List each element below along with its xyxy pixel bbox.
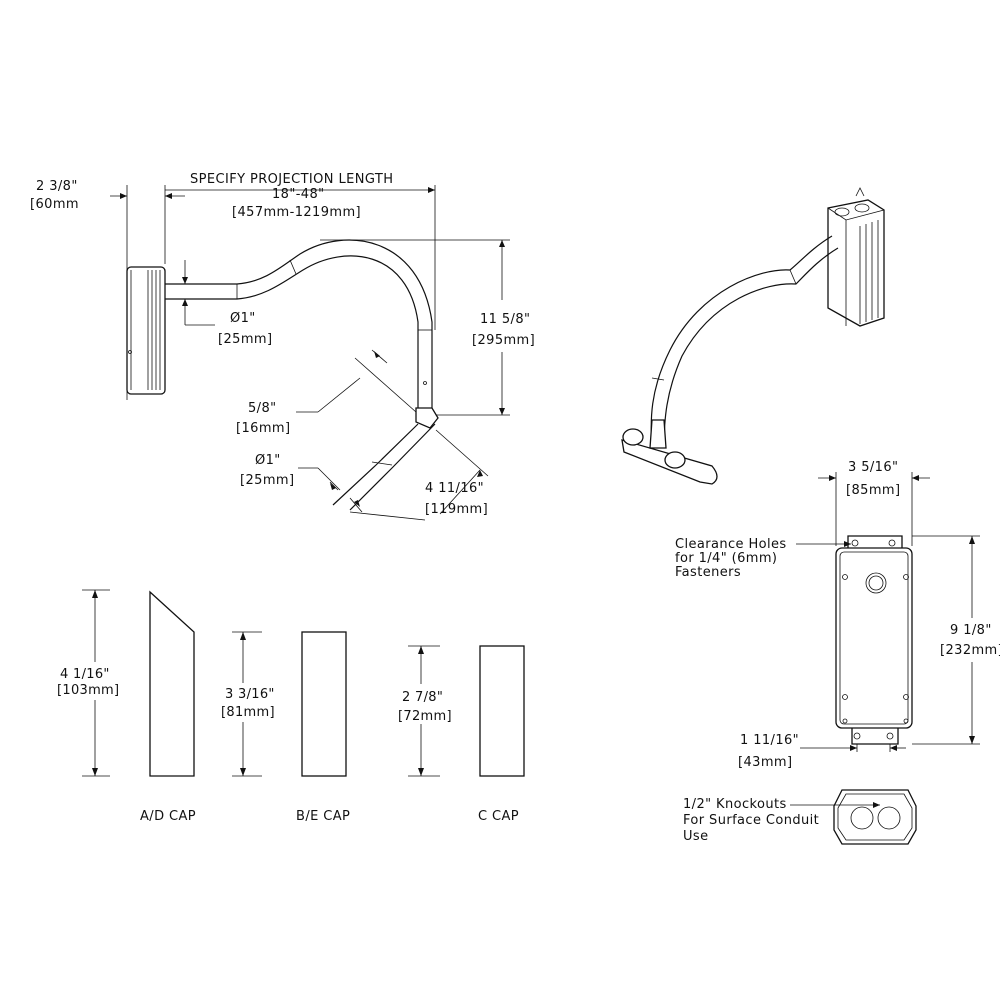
- side-elevation: 2 3/8" [60mm SPECIFY PROJECTION LENGTH 1…: [30, 172, 535, 521]
- angled-shade-tube: [332, 423, 436, 511]
- hole-spacing-label: 1 11/16": [740, 733, 799, 748]
- cap-b-e: 3 3/16" [81mm] C CAP B/E CAP: [221, 631, 350, 824]
- knockout-bottom-view: 1/2" Knockouts For Surface Conduit Use: [683, 789, 917, 845]
- backplate-width-label: 3 5/16": [848, 460, 898, 475]
- knuckle-label: 5/8": [248, 401, 277, 416]
- projection-range: 18"-48": [272, 187, 325, 202]
- cap-b-e-dimension-metric: [81mm]: [221, 705, 275, 720]
- caps-section: 4 1/16" [103mm] A/D CAP 3 3/16" [81mm] C…: [57, 589, 525, 824]
- drop-height-label: 11 5/8": [480, 312, 530, 327]
- cap-a-d-label: A/D CAP: [140, 809, 196, 824]
- knockout-note-line-2: For Surface Conduit: [683, 813, 819, 828]
- hole-spacing-metric-label: [43mm]: [738, 755, 792, 770]
- cap-b-e-label-text: B/E CAP: [296, 809, 350, 824]
- shade-tube-diameter-metric-label: [25mm]: [240, 473, 294, 488]
- cap-c: 2 7/8" [72mm] C CAP: [398, 645, 525, 824]
- cap-c-label: C CAP: [478, 809, 519, 824]
- drop-height-dimension: 11 5/8" [295mm]: [320, 239, 535, 416]
- clearance-note-line-1: Clearance Holes: [675, 537, 787, 552]
- shade-length-metric-label: [119mm]: [425, 502, 488, 517]
- shade-tube-diameter-label: Ø1": [255, 453, 281, 468]
- shade-length-label: 4 11/16": [425, 481, 484, 496]
- isometric-view: [621, 187, 885, 485]
- gooseneck-arm: [165, 239, 439, 429]
- projection-title: SPECIFY PROJECTION LENGTH: [190, 172, 393, 187]
- backplate-width-metric-label: [85mm]: [846, 483, 900, 498]
- backplate-height-metric-label: [232mm]: [940, 643, 1000, 658]
- shade-length-dimension: 4 11/16" [119mm]: [349, 429, 489, 521]
- tube-diameter-label: Ø1": [230, 311, 256, 326]
- shade-tube-diameter-dimension: Ø1" [25mm]: [240, 453, 363, 513]
- projection-dimension: SPECIFY PROJECTION LENGTH 18"-48" [457mm…: [165, 172, 436, 330]
- cap-c-dimension: 2 7/8": [402, 690, 443, 705]
- projection-range-metric: [457mm-1219mm]: [232, 205, 361, 220]
- clearance-note-line-2: for 1/4" (6mm): [675, 551, 777, 566]
- cap-a-d-dimension-metric: [103mm]: [57, 683, 119, 698]
- knuckle-metric-label: [16mm]: [236, 421, 290, 436]
- wall-box: [126, 262, 166, 400]
- backplate-front-view: 3 5/16" [85mm] 9 1/8" [232mm] 1 11/16" […: [675, 460, 1000, 770]
- backplate-height-label: 9 1/8": [950, 623, 992, 638]
- tube-diameter-metric-label: [25mm]: [218, 332, 272, 347]
- cap-b-e-dimension: 3 3/16": [225, 687, 275, 702]
- knockout-note-line-1: 1/2" Knockouts: [683, 797, 787, 812]
- knuckle-dimension: 5/8" [16mm]: [236, 349, 417, 436]
- knockout-note-line-3: Use: [683, 829, 709, 844]
- cap-a-d-dimension: 4 1/16": [60, 667, 110, 682]
- cap-c-dimension-metric: [72mm]: [398, 709, 452, 724]
- drop-height-metric-label: [295mm]: [472, 333, 535, 348]
- box-depth-metric-label: [60mm: [30, 197, 79, 212]
- box-depth-dimension: 2 3/8" [60mm: [30, 179, 185, 264]
- box-depth-label: 2 3/8": [36, 179, 78, 194]
- tube-diameter-dimension: Ø1" [25mm]: [182, 260, 272, 347]
- clearance-note-line-3: Fasteners: [675, 565, 741, 580]
- cap-a-d: 4 1/16" [103mm] A/D CAP: [57, 589, 196, 824]
